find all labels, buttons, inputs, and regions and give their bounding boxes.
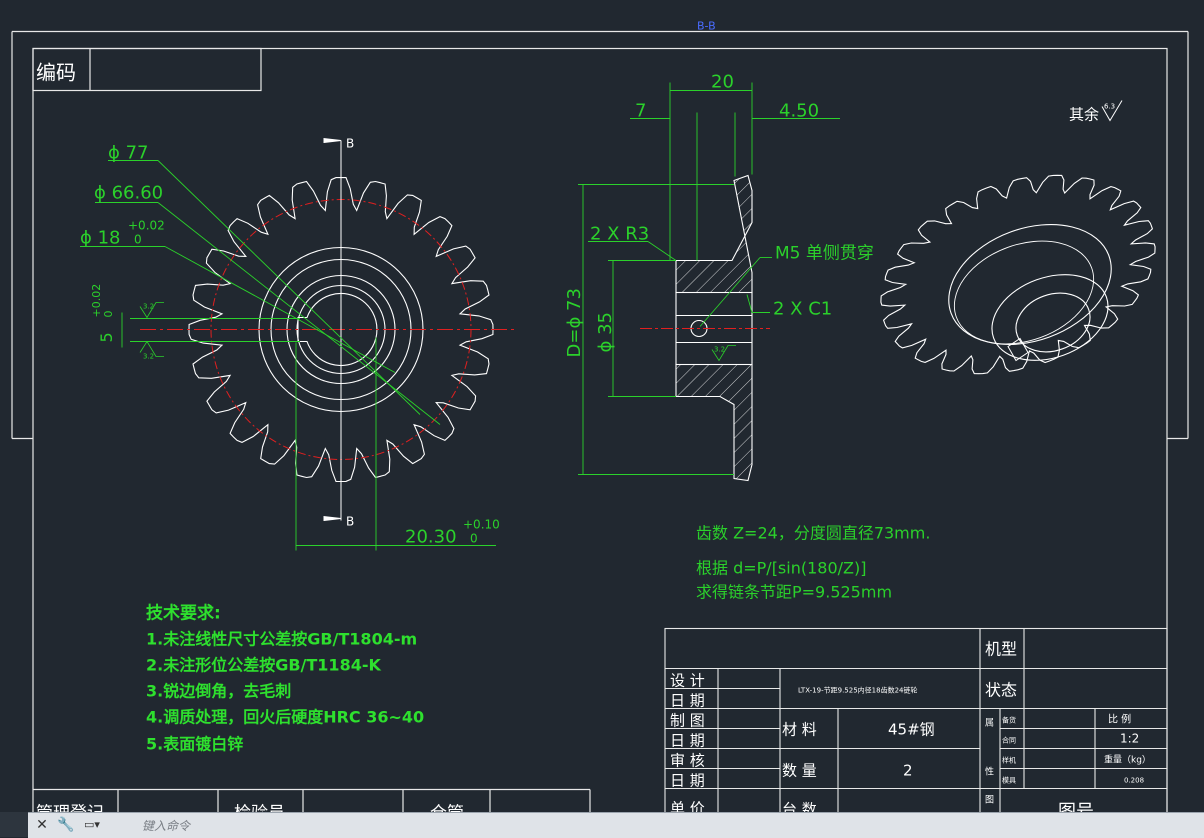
section-b-top: B [346, 137, 354, 151]
tb-scale-value: 1:2 [1120, 732, 1139, 746]
front-dimension-lines [80, 160, 496, 551]
bore-with-keyway [297, 292, 378, 367]
tb-material-label: 材 料 [782, 721, 817, 739]
section-title: B-B [697, 20, 716, 33]
dim-d18: ϕ 18 [80, 228, 121, 249]
tb-attr-item-1: 备货 [1002, 716, 1016, 725]
tb-status-label: 状态 [985, 681, 1017, 700]
tb-qty-label: 数 量 [782, 762, 817, 780]
sprocket-iso-view[interactable] [880, 174, 1156, 375]
dim-dphi73: D=ϕ 73 [564, 288, 585, 357]
dim-d18-tol-lo: 0 [134, 233, 142, 247]
tb-design-label: 设 计 [670, 672, 705, 690]
roughness-front-2: 3.2 [143, 353, 154, 361]
note-teeth: 齿数 Z=24，分度圆直径73mm. [696, 524, 930, 543]
dim-w7: 7 [635, 101, 646, 122]
tb-weight-value: 0.208 [1124, 777, 1144, 785]
tech-item-1: 1.未注线性尺寸公差按GB/T1804-m [146, 630, 417, 649]
iso-hub-face-3 [991, 274, 1109, 361]
note-formula: 根据 d=P/[sin(180/Z)] [696, 559, 866, 578]
tb-date-label-3: 日 期 [670, 772, 705, 790]
dim-w2030: 20.30 [405, 527, 457, 548]
tech-item-4: 4.调质处理，回火后硬度HRC 36~40 [146, 708, 424, 727]
dim-w20: 20 [711, 72, 734, 93]
tb-attr-label-1: 属 [985, 718, 994, 729]
section-arrow-bottom-icon [323, 515, 342, 522]
dim-phi35: ϕ 35 [595, 312, 616, 353]
dim-m5: M5 单侧贯穿 [775, 244, 874, 264]
sprocket-front-view[interactable]: B B [140, 137, 515, 529]
iso-bore [1015, 292, 1091, 353]
dim-d6660: ϕ 66.60 [94, 183, 163, 204]
dim-d18-tol-up: +0.02 [128, 219, 165, 233]
sprocket-section-view[interactable] [640, 174, 770, 482]
tb-model-label: 机型 [985, 640, 1017, 659]
dim-d77: ϕ 77 [108, 143, 149, 164]
surface-note-value: 6.3 [1104, 103, 1115, 111]
section-upper-body [675, 174, 753, 294]
surface-note-roughness-icon [1101, 100, 1123, 122]
tb-date-label-1: 日 期 [670, 692, 705, 710]
dim-w450: 4.50 [779, 101, 819, 122]
dim-r3: 2 X R3 [590, 224, 649, 245]
section-arrow-top-icon [323, 137, 342, 144]
dim-key5-tol-lo: 0 [102, 311, 115, 318]
tb-attr-item-4: 模具 [1002, 776, 1016, 785]
iso-keyway [1007, 337, 1029, 362]
dim-key5: 5 [97, 332, 116, 342]
tb-material-value: 45#钢 [888, 721, 935, 739]
command-prompt-icon[interactable]: ▭▾ [84, 818, 100, 831]
tb-date-label-2: 日 期 [670, 732, 705, 750]
wrench-icon[interactable]: 🔧 [57, 817, 75, 833]
code-label: 编码 [36, 61, 76, 85]
surface-note: 其余 [1069, 106, 1099, 124]
tb-review-label: 审 核 [670, 752, 705, 770]
tech-item-5: 5.表面镀白锌 [146, 735, 243, 754]
command-bar: ✕ 🔧 ▭▾ [28, 812, 1204, 838]
roughness-section-icon [711, 345, 736, 362]
roughness-section: 3.2 [714, 346, 725, 354]
section-b-bottom: B [346, 515, 354, 529]
title-block [664, 627, 1168, 826]
roughness-symbol-icon [139, 302, 164, 357]
command-input[interactable] [140, 815, 1184, 836]
tb-draw-label: 制 图 [670, 712, 705, 730]
tb-drawing-no-label-1: 图 [985, 795, 994, 806]
dim-w2030-tol-lo: 0 [470, 532, 478, 546]
cmd-left-strip [0, 812, 28, 837]
iso-teeth-outline [880, 174, 1156, 375]
tech-item-3: 3.锐边倒角，去毛刺 [146, 682, 291, 701]
iso-hub-face-2 [953, 240, 1095, 345]
close-icon[interactable]: ✕ [36, 817, 48, 833]
dim-w2030-tol-up: +0.10 [463, 518, 500, 532]
tb-attr-item-3: 样机 [1002, 756, 1016, 765]
dim-c1: 2 X C1 [773, 299, 832, 320]
tb-qty-value: 2 [903, 762, 913, 780]
drawing-frame [11, 30, 1189, 826]
tb-weight-label: 重量（kg） [1104, 754, 1151, 766]
tb-scale-label: 比 例 [1108, 713, 1131, 726]
tech-title: 技术要求: [146, 603, 221, 624]
tb-attr-item-2: 合同 [1002, 736, 1016, 745]
section-dimension-lines [578, 82, 840, 475]
section-lower-body [675, 363, 753, 482]
tb-attr-label-2: 性 [985, 766, 994, 778]
tech-item-2: 2.未注形位公差按GB/T1184-K [146, 656, 381, 675]
roughness-front-1: 3.2 [143, 303, 154, 311]
tb-part-name: LTX-19-节距9.525内径18齿数24链轮 [798, 686, 917, 695]
note-pitch: 求得链条节距P=9.525mm [696, 583, 892, 602]
dim-key5-tol-up: +0.02 [90, 284, 103, 318]
iso-hub-face [948, 223, 1112, 346]
